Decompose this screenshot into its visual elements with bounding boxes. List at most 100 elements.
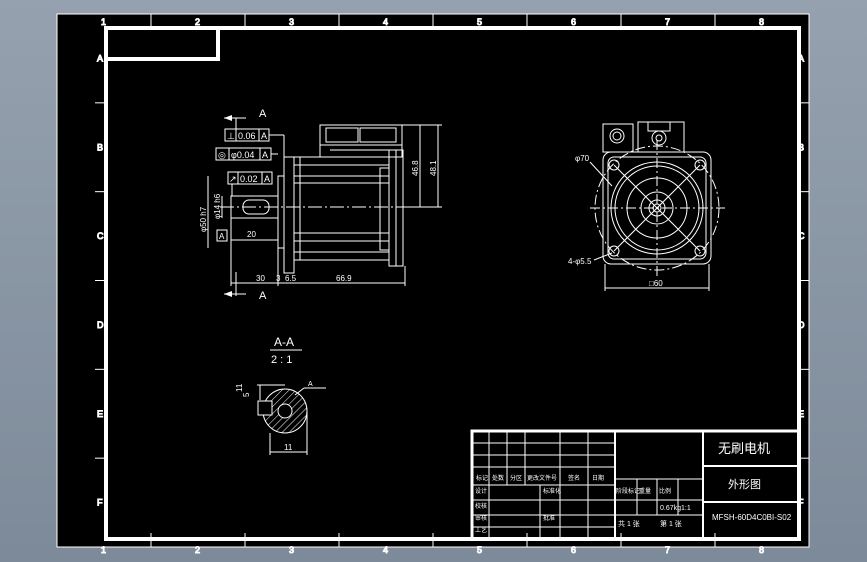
connector-pin xyxy=(612,131,622,141)
tolerance-frame: ⊥ 0.06 A xyxy=(224,128,270,142)
tb-std-label: 标准化 xyxy=(543,487,561,495)
tb-sheet-index: 第 1 张 xyxy=(660,519,682,528)
zone-column-label: 8 xyxy=(759,17,764,27)
zone-row-label: F xyxy=(97,498,103,508)
zone-column-label: 5 xyxy=(477,17,482,27)
tolerance-datum: A xyxy=(262,150,268,160)
tb-col-label: 分区 xyxy=(510,474,522,482)
tb-stage-label: 阶段标记 xyxy=(616,487,640,495)
connector-lug xyxy=(359,127,397,143)
tb-col-label: 标记 xyxy=(476,474,488,482)
dim-48-1: 48.1 xyxy=(429,160,438,176)
zone-row-label: B xyxy=(97,142,103,152)
tolerance-value: 0.06 xyxy=(238,131,256,141)
leader xyxy=(294,387,305,396)
zone-column-label: 2 xyxy=(195,17,200,27)
mount-hole xyxy=(694,245,706,257)
tb-sheet-total: 共 1 张 xyxy=(618,519,640,528)
tb-row-label: 设计 xyxy=(475,487,487,495)
leader xyxy=(593,252,613,261)
arrowhead xyxy=(224,115,232,121)
tb-drawing-number: MFSH-60D4C0BI-S02 xyxy=(712,513,792,522)
dim-depth: 11 xyxy=(235,383,244,392)
key-slot xyxy=(257,400,273,416)
tolerance-datum: A xyxy=(261,131,267,141)
section-scale: 2 : 1 xyxy=(271,354,292,366)
connector-pin xyxy=(609,128,625,144)
mount-hole xyxy=(608,159,620,171)
section-marker-top: A xyxy=(259,108,267,120)
zone-column-label: 7 xyxy=(665,545,670,555)
connector-housing xyxy=(319,124,403,158)
dim-46-8: 46.8 xyxy=(411,160,420,176)
connector-lug xyxy=(325,127,359,143)
zone-row-label: D xyxy=(798,320,805,330)
zone-row-label: E xyxy=(97,409,103,419)
dim-30: 30 xyxy=(256,274,265,283)
zone-column-label: 1 xyxy=(101,545,106,555)
tb-col-label: 更改文件号 xyxy=(527,474,557,482)
drawing-sheet xyxy=(56,13,810,548)
dim-bolt-circle: φ70 xyxy=(575,154,590,163)
tolerance-symbol: ◎ xyxy=(218,150,226,160)
tb-row-label: 审核 xyxy=(475,514,487,522)
zone-column-label: 8 xyxy=(759,545,764,555)
center-hole xyxy=(277,403,293,419)
zone-column-label: 3 xyxy=(289,17,294,27)
mount-hole xyxy=(608,245,620,257)
motor-front-view: A A ⊥ 0.06 A ◎ φ0.04 A ↗ 0.02 A xyxy=(199,108,442,302)
tolerance-value: φ0.04 xyxy=(231,150,254,160)
arrowhead xyxy=(224,291,232,297)
zone-row-label: F xyxy=(798,498,804,508)
zone-column-label: 2 xyxy=(195,545,200,555)
corner-box xyxy=(104,26,220,61)
zone-column-label: 7 xyxy=(665,17,670,27)
zone-row-label: C xyxy=(798,231,805,241)
zone-column-label: 1 xyxy=(101,17,106,27)
motor-end-view: φ70 4-φ5.5 □60 xyxy=(568,121,725,291)
dim-square: □60 xyxy=(649,279,663,288)
tolerance-frame: ↗ 0.02 A xyxy=(227,171,273,185)
connector-block xyxy=(602,123,634,153)
tolerance-frame: ◎ φ0.04 A xyxy=(215,147,272,161)
dim-pilot-dia: φ50 h7 xyxy=(199,206,208,232)
tb-name: 无刷电机 xyxy=(718,441,770,456)
rear-cover xyxy=(379,167,390,251)
tb-approve-label: 批准 xyxy=(543,514,555,522)
tb-col-label: 日期 xyxy=(592,474,604,482)
section-note: A xyxy=(308,381,313,388)
connector-boss xyxy=(647,121,671,132)
inner-frame xyxy=(104,26,801,541)
tolerance-symbol: ⊥ xyxy=(227,131,235,141)
dim-shaft-len: 20 xyxy=(247,230,256,239)
dim-holes: 4-φ5.5 xyxy=(568,257,592,266)
tb-col-label: 处数 xyxy=(492,474,504,482)
datum-box xyxy=(216,229,228,242)
zone-column-label: 3 xyxy=(289,545,294,555)
zone-row-label: A xyxy=(798,53,804,63)
zone-column-label: 6 xyxy=(571,545,576,555)
leader xyxy=(589,161,613,187)
tb-row-label: 工艺 xyxy=(475,526,487,534)
tb-weight-label: 重量 xyxy=(639,487,651,495)
zone-column-label: 6 xyxy=(571,17,576,27)
dim-shaft-dia: φ14 h6 xyxy=(213,193,222,219)
dim-width: 11 xyxy=(284,443,293,452)
datum-label: A xyxy=(219,232,225,241)
zone-row-label: B xyxy=(798,142,804,152)
section-view: A-A 2 : 1 11 5 11 A xyxy=(235,335,326,455)
section-marker-bottom: A xyxy=(259,290,267,302)
tolerance-value: 0.02 xyxy=(240,174,258,184)
tb-row-label: 校核 xyxy=(475,502,487,510)
tb-drawing-type: 外形图 xyxy=(728,478,761,491)
tb-weight: 0.67kg xyxy=(660,505,681,512)
connector-pin xyxy=(655,134,663,142)
dim-6-5: 6.5 xyxy=(285,274,297,283)
zone-column-label: 4 xyxy=(383,545,388,555)
dim-key: 5 xyxy=(242,392,251,397)
zone-row-label: E xyxy=(798,409,804,419)
zone-row-label: C xyxy=(97,231,104,241)
section-title: A-A xyxy=(274,335,294,349)
